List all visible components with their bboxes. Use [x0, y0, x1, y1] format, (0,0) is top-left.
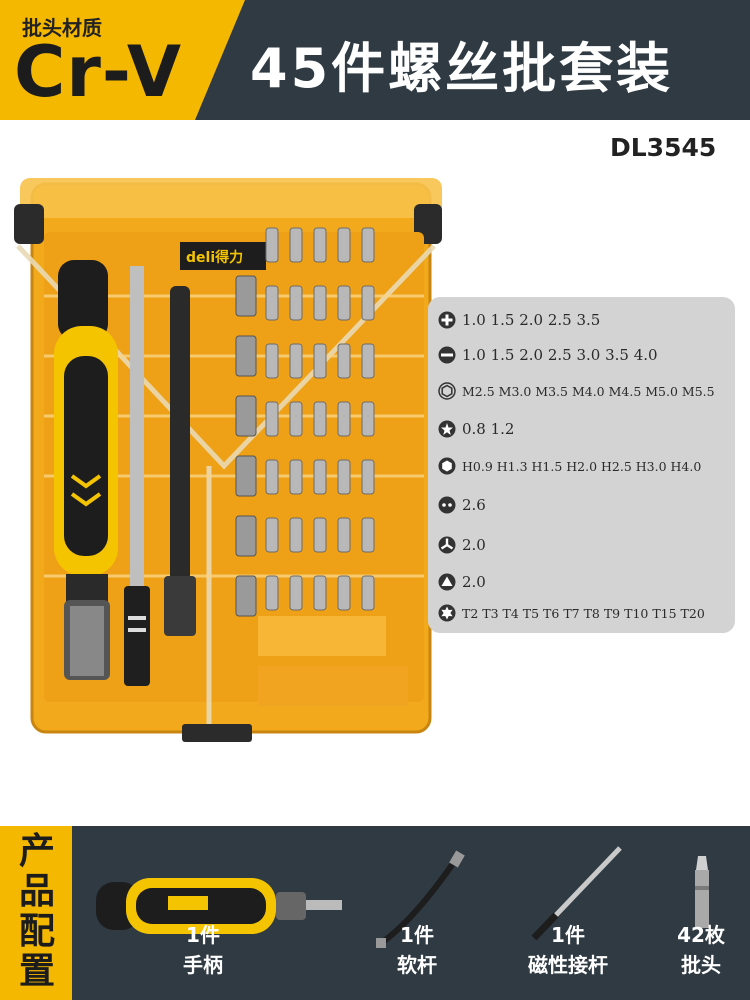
slotted-icon [438, 346, 456, 364]
spec-text: 1.0 1.5 2.0 2.5 3.0 3.5 4.0 [462, 346, 658, 364]
spec-text: 2.6 [462, 496, 486, 514]
screwdriver-bit [361, 285, 375, 321]
extension-bar-image [531, 846, 622, 941]
spec-text: H0.9 H1.3 H1.5 H2.0 H2.5 H3.0 H4.0 [462, 458, 702, 474]
screwdriver-bit [313, 459, 327, 495]
contents-bar: 产品配置 1件 手柄 1件 软杆 1件 磁性接杆 42枚 批头 [0, 826, 750, 1000]
bit-grid [265, 227, 375, 611]
item-name: 手柄 [183, 953, 223, 977]
screwdriver-bit [265, 459, 279, 495]
item-name: 批头 [681, 953, 721, 977]
screwdriver-bit [361, 227, 375, 263]
screwdriver-bit [337, 401, 351, 437]
spec-row: 2.6 [438, 493, 486, 517]
screwdriver-bit [289, 575, 303, 611]
page-title: 45件螺丝批套装 [250, 37, 674, 100]
triangle-icon [438, 573, 456, 591]
contents-item: 42枚 批头 [664, 920, 738, 980]
item-count: 1件 [400, 923, 434, 947]
pentalobe-icon [438, 420, 456, 438]
spec-row: M2.5 M3.0 M3.5 M4.0 M4.5 M5.0 M5.5 [438, 379, 715, 403]
item-count: 1件 [186, 923, 220, 947]
screwdriver-bit [289, 285, 303, 321]
screwdriver-bit [265, 517, 279, 553]
spec-row: H0.9 H1.3 H1.5 H2.0 H2.5 H3.0 H4.0 [438, 454, 701, 478]
screwdriver-bit [313, 227, 327, 263]
contents-item: 1件 软杆 [380, 920, 454, 980]
screwdriver-bit [265, 343, 279, 379]
bit-spec-panel: 1.0 1.5 2.0 2.5 3.5 1.0 1.5 2.0 2.5 3.0 … [428, 297, 735, 633]
contents-tag: 产品配置 [0, 826, 72, 1000]
spec-text: T2 T3 T4 T5 T6 T7 T8 T9 T10 T15 T20 [462, 605, 705, 621]
screwdriver-bit [313, 343, 327, 379]
product-case-image: deli得力 [14, 178, 442, 742]
two-pin-icon [438, 496, 456, 514]
spec-text: M2.5 M3.0 M3.5 M4.0 M4.5 M5.0 M5.5 [462, 383, 715, 399]
screwdriver-bit [361, 401, 375, 437]
handle-image [96, 878, 342, 934]
item-name: 磁性接杆 [528, 953, 608, 977]
screwdriver-bit [361, 459, 375, 495]
screwdriver-bit [337, 343, 351, 379]
item-count: 1件 [551, 923, 585, 947]
spec-row: 1.0 1.5 2.0 2.5 3.5 [438, 308, 600, 332]
hex-socket-icon [438, 382, 456, 400]
torx-icon [438, 604, 456, 622]
screwdriver-bit [361, 517, 375, 553]
spec-row: 2.0 [438, 570, 486, 594]
contents-item: 1件 磁性接杆 [518, 920, 618, 980]
screwdriver-bit [265, 227, 279, 263]
screwdriver-bit [313, 285, 327, 321]
contents-item: 1件 手柄 [166, 920, 240, 980]
screwdriver-bit [313, 575, 327, 611]
phillips-icon [438, 311, 456, 329]
spec-row: 2.0 [438, 533, 486, 557]
spec-text: 2.0 [462, 573, 486, 591]
spec-text: 1.0 1.5 2.0 2.5 3.5 [462, 311, 601, 329]
screwdriver-bit [337, 459, 351, 495]
screwdriver-bit [337, 517, 351, 553]
screwdriver-bit [265, 401, 279, 437]
screwdriver-bit [265, 285, 279, 321]
screwdriver-bit [289, 517, 303, 553]
header-banner: 批头材质 Cr-V 45件螺丝批套装 [0, 0, 750, 120]
material-badge-title: Cr-V [14, 31, 183, 113]
screwdriver-bit [289, 459, 303, 495]
spec-row: 1.0 1.5 2.0 2.5 3.0 3.5 4.0 [438, 343, 658, 367]
screwdriver-bit [361, 343, 375, 379]
model-number: DL3545 [610, 133, 717, 162]
tri-wing-icon [438, 536, 456, 554]
screwdriver-bit [337, 285, 351, 321]
material-badge-subtitle: 批头材质 [22, 16, 102, 40]
hex-icon [438, 457, 456, 475]
screwdriver-bit [361, 575, 375, 611]
screwdriver-bit [289, 227, 303, 263]
screwdriver-bit [313, 401, 327, 437]
spec-row: T2 T3 T4 T5 T6 T7 T8 T9 T10 T15 T20 [438, 601, 705, 625]
screwdriver-bit [313, 517, 327, 553]
brand-logo: deli得力 [186, 249, 243, 266]
bit-image [695, 856, 709, 928]
contents-label: 产品配置 [18, 831, 55, 992]
screwdriver-bit [337, 227, 351, 263]
screwdriver-bit [289, 343, 303, 379]
spec-text: 2.0 [462, 536, 486, 554]
screwdriver-bit [337, 575, 351, 611]
item-count: 42枚 [677, 923, 725, 947]
screwdriver-bit [265, 575, 279, 611]
flex-shaft-image [376, 850, 465, 948]
screwdriver-bit [289, 401, 303, 437]
item-name: 软杆 [397, 953, 437, 977]
spec-row: 0.8 1.2 [438, 417, 514, 441]
spec-text: 0.8 1.2 [462, 420, 515, 438]
